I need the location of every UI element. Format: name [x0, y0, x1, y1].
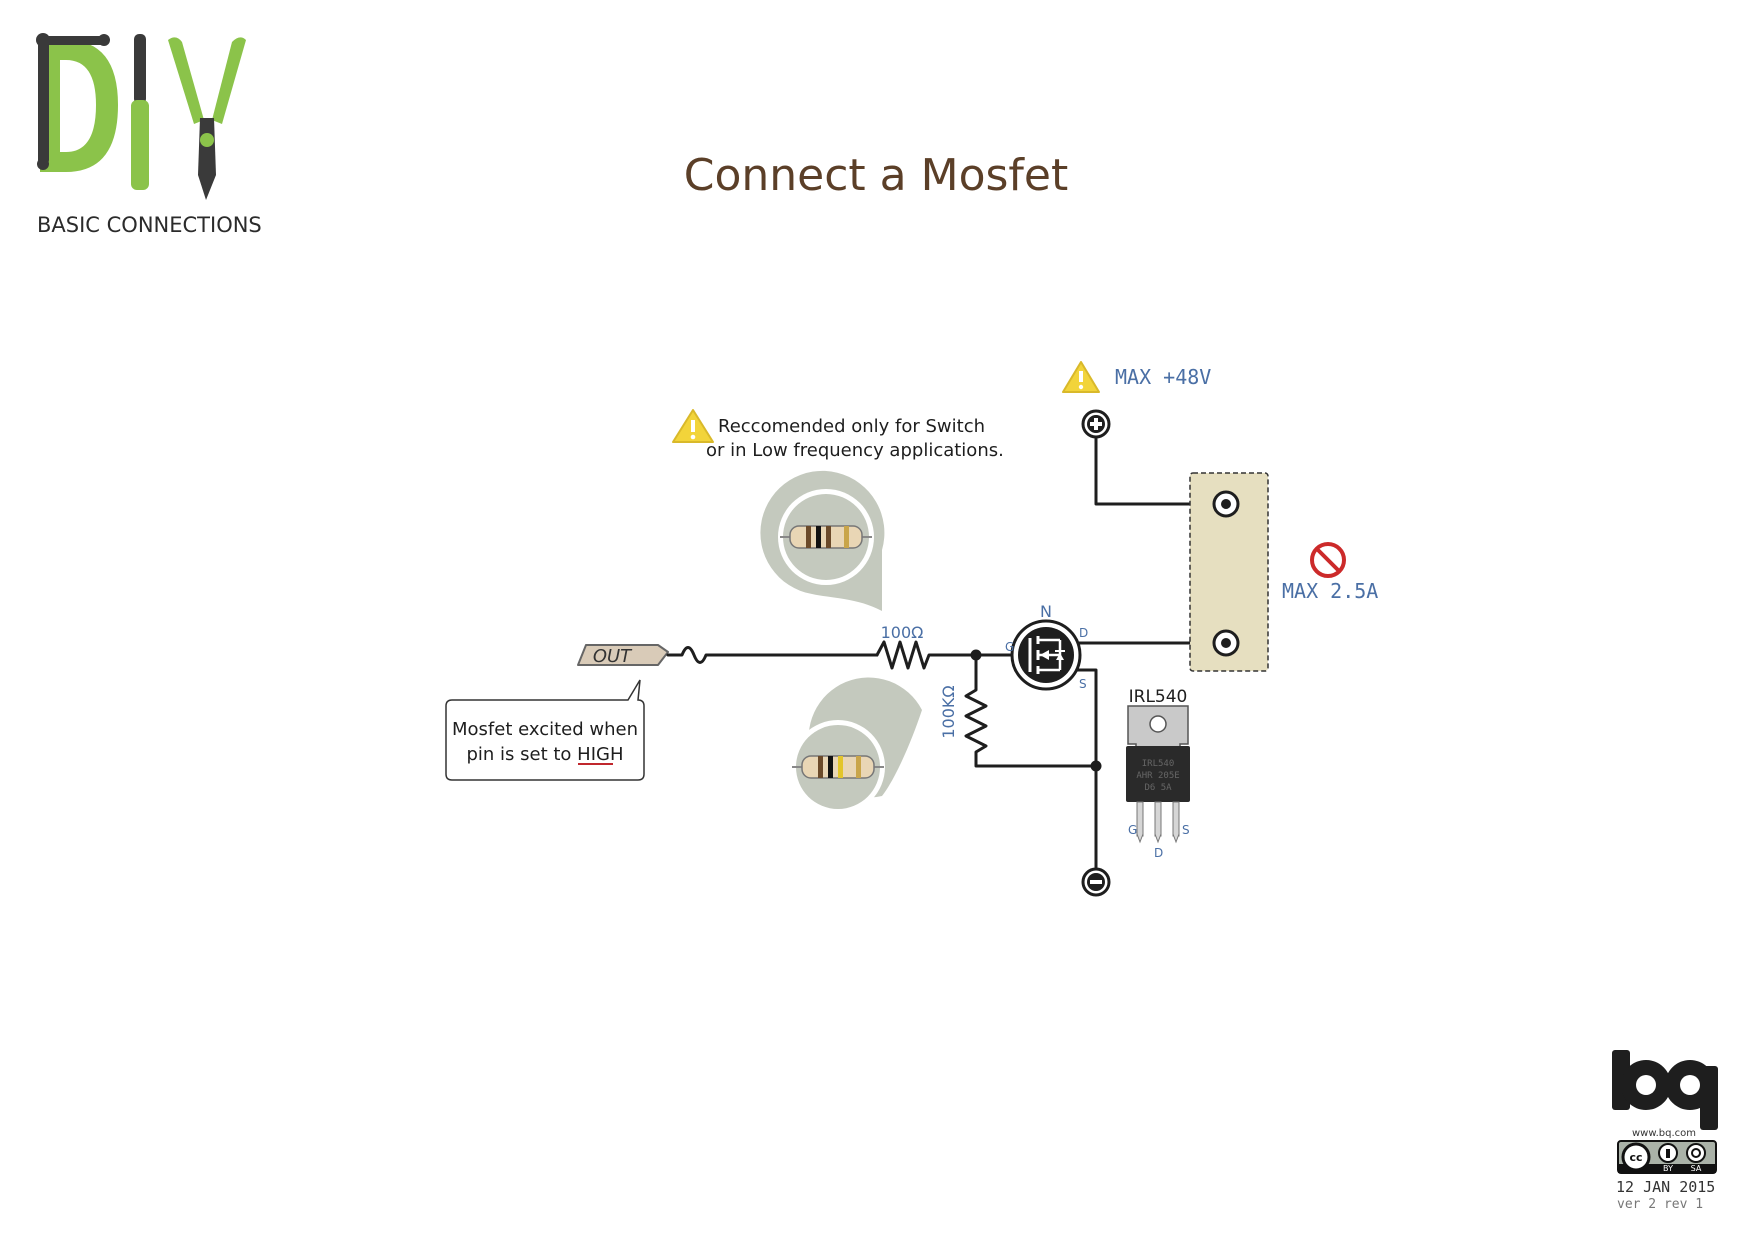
load-max-current: MAX 2.5A	[1282, 579, 1378, 603]
page-title: Connect a Mosfet	[684, 150, 1068, 201]
wires	[666, 434, 1228, 872]
warning-triangle-icon	[672, 409, 714, 443]
resistor-pulldown-label: 100KΩ	[939, 685, 958, 738]
to220-package-icon: IRL540 AHR 205E D6 5A	[1126, 705, 1190, 844]
minus-terminal-icon	[1081, 867, 1111, 897]
warning-note-line2: or in Low frequency applications.	[706, 440, 1004, 461]
callout-line1: Mosfet excited when	[452, 719, 638, 740]
package-marking-line1: IRL540	[1142, 759, 1175, 769]
mosfet-part-number: IRL540	[1129, 687, 1188, 707]
package-marking-line2: AHR 205E	[1136, 771, 1179, 781]
bq-website: www.bq.com	[1632, 1128, 1696, 1139]
load-terminal-bottom	[1212, 629, 1240, 657]
callout-high-text: HIGH	[577, 744, 623, 765]
license-sa-label: SA	[1691, 1164, 1702, 1173]
resistor-100k-ohm-bubble	[791, 677, 922, 814]
resistor-gate-label: 100Ω	[881, 623, 924, 642]
mosfet-gate-pin-label: G	[1005, 640, 1014, 654]
mosfet-channel-label: N	[1040, 602, 1052, 621]
logo-subtitle: BASIC CONNECTIONS	[37, 213, 262, 237]
package-gate-pin-label: G	[1128, 823, 1137, 837]
bq-logo	[1612, 1050, 1718, 1130]
creative-commons-icon: cc BY SA	[1617, 1140, 1717, 1174]
plus-terminal-icon	[1081, 409, 1111, 439]
package-drain-pin-label: D	[1154, 846, 1163, 860]
junction-node-gate	[970, 649, 982, 661]
callout-line2: pin is set to HIGH	[466, 744, 623, 765]
out-pin: OUT	[577, 644, 669, 667]
license-by-label: BY	[1663, 1164, 1673, 1173]
package-marking-line3: D6 5A	[1144, 783, 1172, 793]
mosfet-source-pin-label: S	[1079, 677, 1087, 691]
mosfet-symbol	[1010, 619, 1082, 691]
no-entry-icon	[1310, 542, 1346, 578]
load-block	[1189, 472, 1269, 672]
resistor-100-ohm-bubble	[760, 470, 885, 611]
callout-bubble: Mosfet excited when pin is set to HIGH	[445, 679, 645, 781]
diy-logo: BASIC CONNECTIONS	[36, 33, 262, 237]
load-terminal-top	[1212, 490, 1240, 518]
supply-max-voltage: MAX +48V	[1115, 365, 1211, 389]
footer-version: ver 2 rev 1	[1617, 1197, 1703, 1212]
out-pin-label: OUT	[593, 646, 633, 667]
mosfet-drain-pin-label: D	[1079, 626, 1088, 640]
max-voltage-warning-icon	[1062, 361, 1100, 393]
junction-node-source	[1090, 760, 1102, 772]
warning-note-line1: Reccomended only for Switch	[718, 416, 985, 437]
footer-date: 12 JAN 2015	[1616, 1178, 1715, 1196]
package-source-pin-label: S	[1182, 823, 1190, 837]
svg-text:cc: cc	[1629, 1151, 1642, 1164]
